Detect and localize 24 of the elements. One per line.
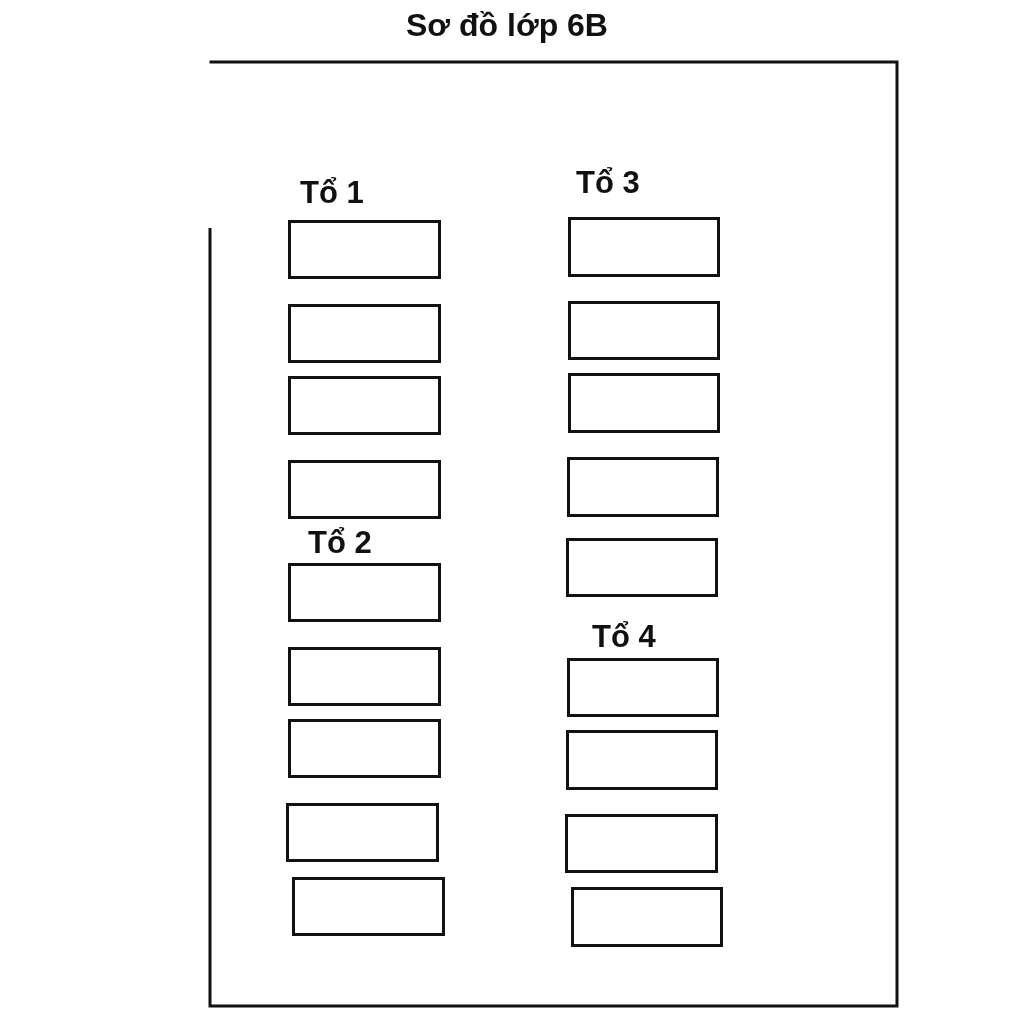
desk-box — [288, 304, 441, 363]
desk-box — [288, 719, 441, 778]
group-label: Tổ 2 — [308, 526, 372, 560]
desk-box — [288, 376, 441, 435]
title: Sơ đồ lớp 6B — [405, 8, 609, 42]
desk-box — [566, 538, 718, 597]
desk-box — [571, 887, 723, 947]
desk-box — [566, 730, 718, 790]
desk-box — [567, 457, 719, 517]
group-label: Tổ 1 — [300, 176, 364, 210]
desk-box — [568, 373, 720, 433]
desk-box — [292, 877, 445, 936]
desk-box — [568, 301, 720, 360]
group-label: Tổ 4 — [592, 620, 656, 654]
desk-box — [565, 814, 718, 873]
desk-box — [288, 220, 441, 279]
desk-box — [288, 563, 441, 622]
desk-box — [568, 217, 720, 277]
group-label: Tổ 3 — [576, 166, 640, 200]
desk-box — [288, 647, 441, 706]
desk-box — [288, 460, 441, 519]
desk-box — [286, 803, 439, 862]
classroom-outline — [208, 60, 900, 1009]
desk-box — [567, 658, 719, 717]
